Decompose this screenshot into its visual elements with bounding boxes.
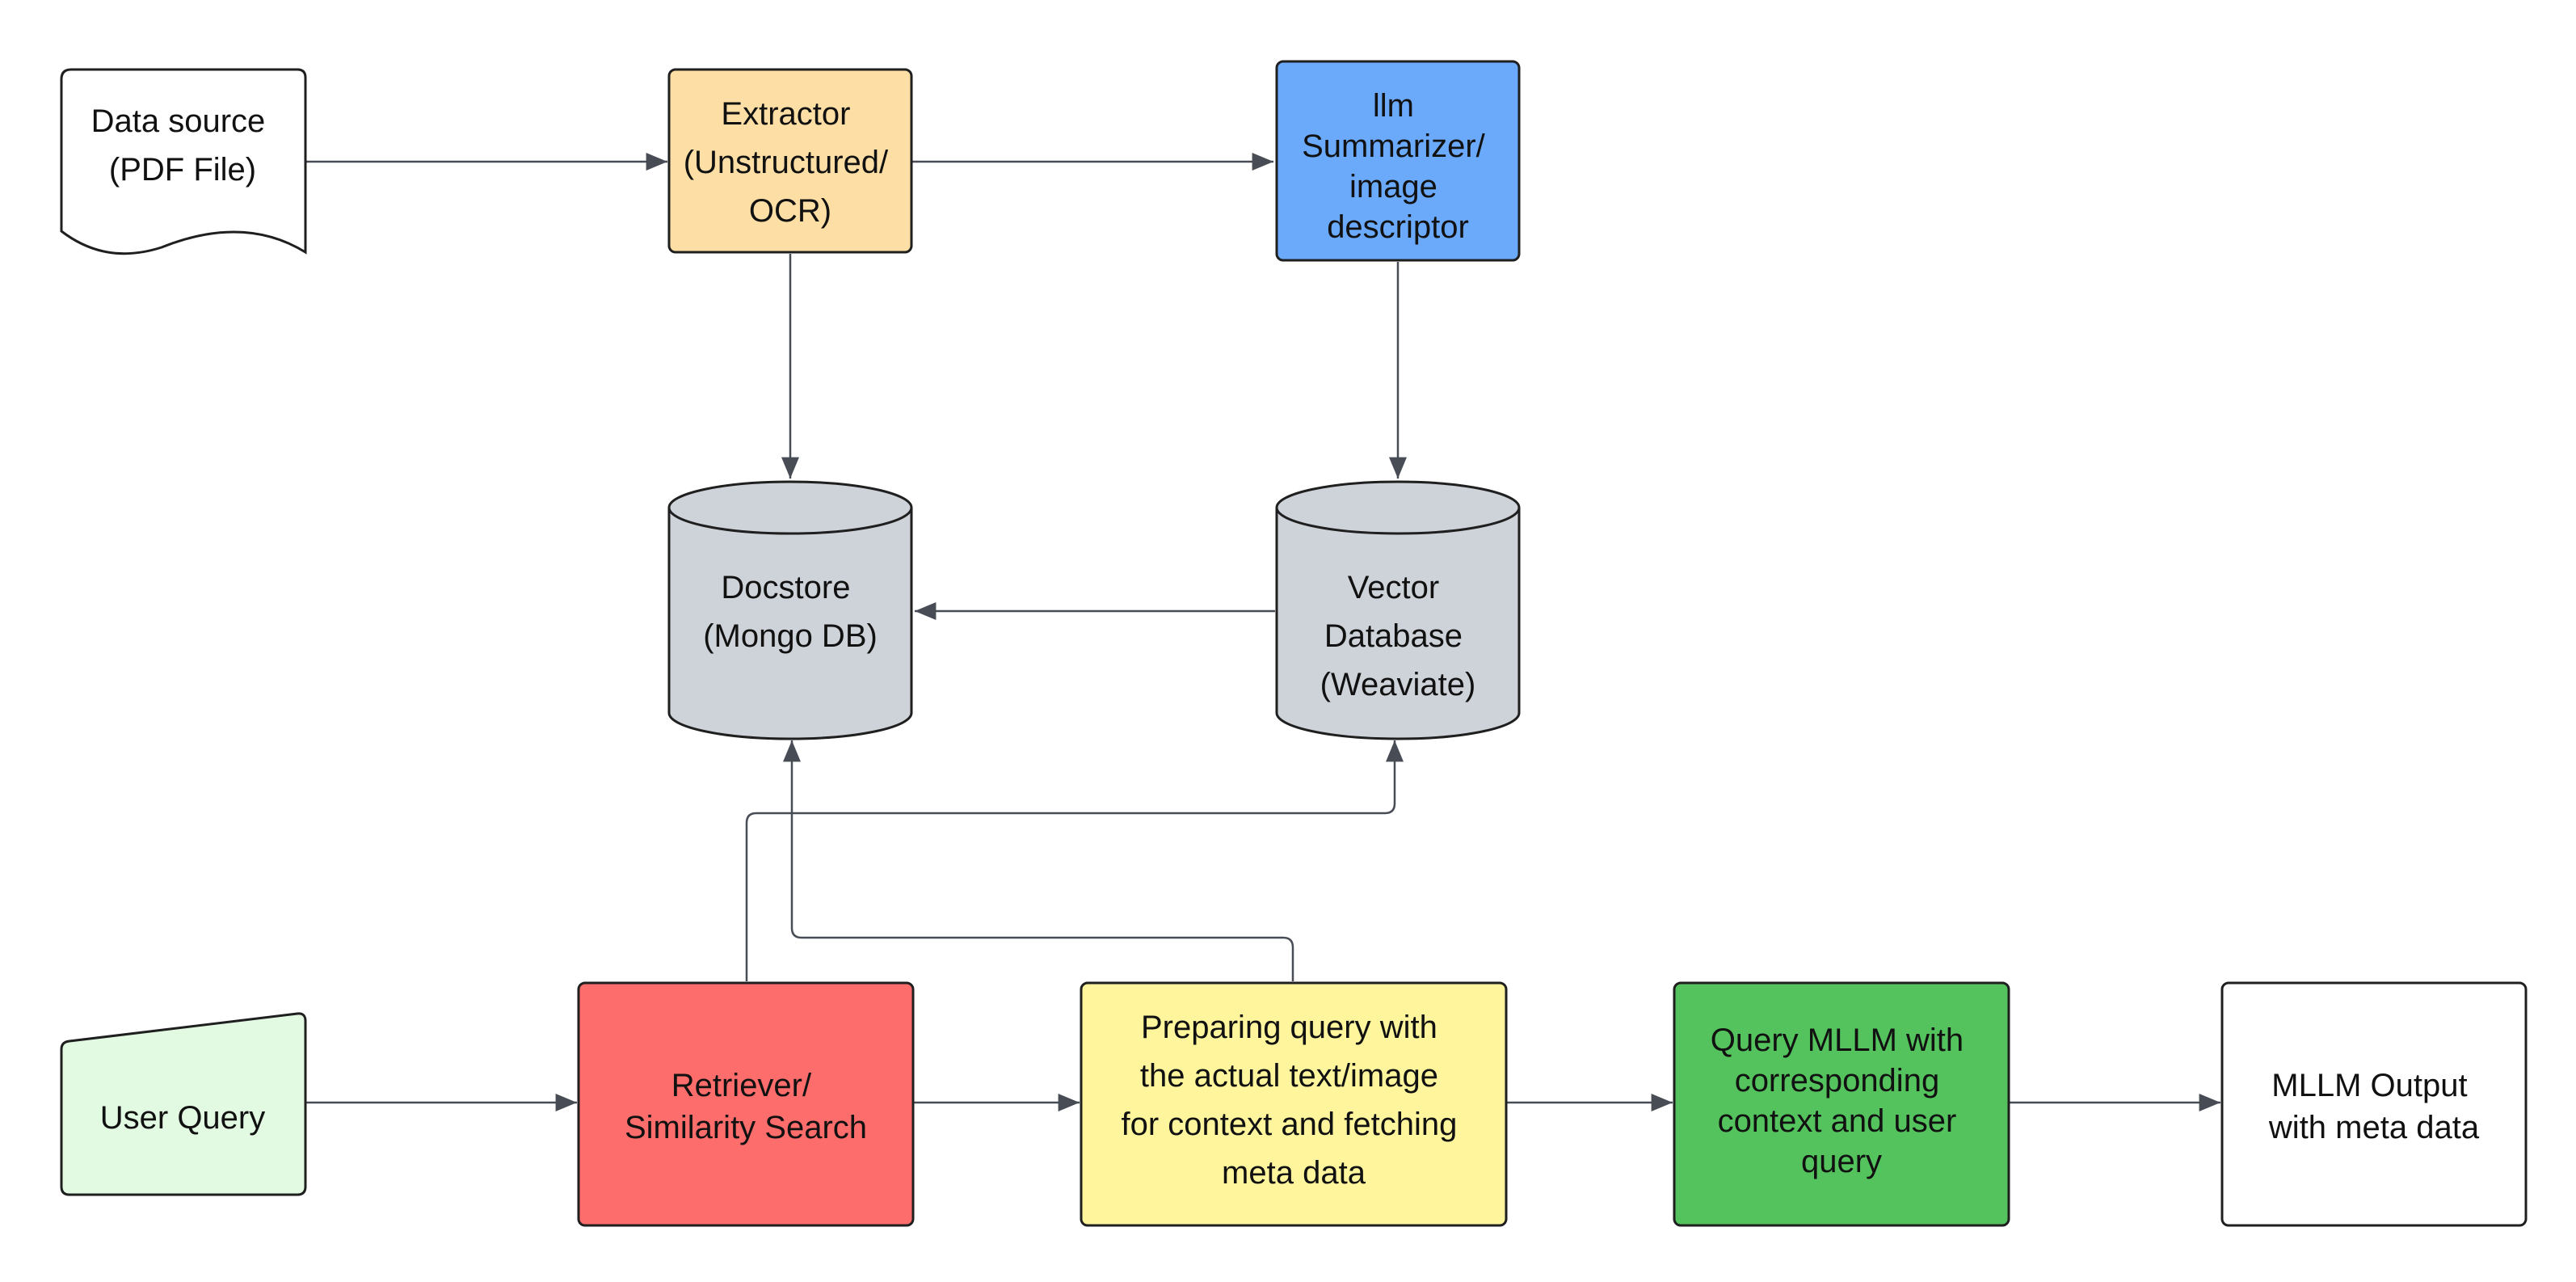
vector-db-cylinder xyxy=(1275,480,1521,740)
extractor-label: Extractor (Unstructured/ OCR) xyxy=(684,96,898,229)
retriever-label: Retriever/ Similarity Search xyxy=(625,1068,867,1145)
vector-db-label: Vector Database (Weaviate) xyxy=(1320,570,1476,702)
extractor-box xyxy=(667,68,913,254)
query-mllm-box xyxy=(1673,981,2010,1227)
data-source-document-shape xyxy=(60,68,307,255)
retriever-box xyxy=(577,981,915,1227)
docstore-cylinder-top xyxy=(667,507,913,535)
mllm-output-box xyxy=(2220,981,2528,1227)
edge-prepare-to-docstore xyxy=(783,740,1294,981)
data-source-label: Data source (PDF File) xyxy=(91,103,275,188)
vector-db-cylinder-top xyxy=(1275,507,1521,535)
docstore-cylinder xyxy=(667,480,913,740)
docstore-label: Docstore (Mongo DB) xyxy=(703,570,878,654)
mllm-output-label: MLLM Output with meta data xyxy=(2268,1068,2480,1145)
labels: Data source (PDF File) Extractor (Unstru… xyxy=(91,88,2480,1191)
prepare-query-label: Preparing query with the actual text/ima… xyxy=(1122,1010,1467,1191)
prepare-query-box xyxy=(1080,981,1508,1227)
summarizer-box xyxy=(1275,60,1521,262)
user-query-shape xyxy=(60,1012,307,1196)
edges xyxy=(305,153,2221,1111)
summarizer-label: llm Summarizer/ image descriptor xyxy=(1302,88,1494,245)
nodes xyxy=(60,60,2528,1227)
user-query-label: User Query xyxy=(100,1100,266,1136)
query-mllm-label: Query MLLM with corresponding context an… xyxy=(1711,1023,1973,1179)
edge-retriever-to-vectordb xyxy=(745,740,1404,981)
